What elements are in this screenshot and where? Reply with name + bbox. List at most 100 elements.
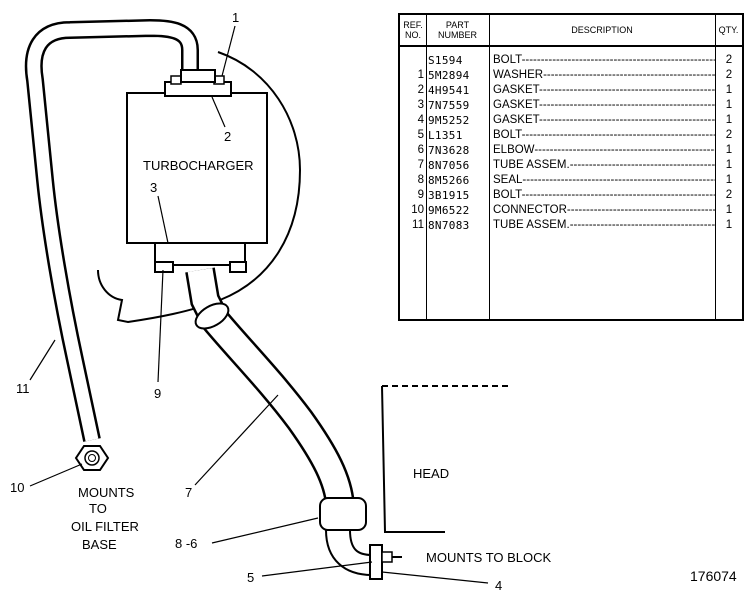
callout-3: 3 <box>150 180 157 195</box>
part-description: BOLT------------------------------------… <box>493 128 715 143</box>
part-number: 5M2894 <box>428 69 470 82</box>
quantity: 1 <box>725 174 733 186</box>
ref-number: 3 <box>417 99 424 111</box>
dotted-leader: ----------------------------------------… <box>569 159 715 171</box>
table-row: 1 5M2894 WASHER---------------------------… <box>400 68 742 83</box>
mounts-to-oil-filter-line4: BASE <box>82 537 117 552</box>
ref-number: 1 <box>417 69 424 81</box>
dotted-leader: ----------------------------------------… <box>539 99 715 111</box>
quantity: 2 <box>725 189 733 201</box>
callout-4: 4 <box>495 578 502 593</box>
ref-number: 2 <box>417 84 424 96</box>
ref-number: 4 <box>417 114 424 126</box>
callout-2: 2 <box>224 129 231 144</box>
housing-outline <box>97 51 302 324</box>
figure-number: 176074 <box>690 568 737 584</box>
header-ref: REF.NO. <box>403 20 423 40</box>
turbocharger-label: TURBOCHARGER <box>143 158 254 173</box>
callout-11: 11 <box>16 381 30 396</box>
part-description: GASKET----------------------------------… <box>493 98 715 113</box>
part-number: 7N3628 <box>428 144 470 157</box>
header-description: DESCRIPTION <box>571 25 633 35</box>
callout-5: 5 <box>247 570 254 585</box>
column-divider <box>715 15 716 319</box>
table-row: S1594 BOLT-------------------------------… <box>400 53 742 68</box>
table-row: 3 7N7559 GASKET---------------------------… <box>400 98 742 113</box>
part-description: BOLT------------------------------------… <box>493 188 715 203</box>
dotted-leader: ----------------------------------------… <box>521 189 715 201</box>
quantity: 1 <box>725 219 733 231</box>
column-divider <box>426 15 427 319</box>
part-description: CONNECTOR-------------------------------… <box>493 203 715 218</box>
table-row: 8 8M5266 SEAL-----------------------------… <box>400 173 742 188</box>
dotted-leader: ----------------------------------------… <box>521 54 715 66</box>
part-number: 9M5252 <box>428 114 470 127</box>
dotted-leader: ----------------------------------------… <box>543 69 715 81</box>
mounts-to-oil-filter-line2: TO <box>89 501 107 516</box>
ref-number: 9 <box>417 189 424 201</box>
part-number: 7N7559 <box>428 99 470 112</box>
table-row: 4 9M5252 GASKET---------------------------… <box>400 113 742 128</box>
dotted-leader: ----------------------------------------… <box>534 144 715 156</box>
ref-number: 8 <box>417 174 424 186</box>
ref-number: 5 <box>417 129 424 141</box>
part-description: BOLT------------------------------------… <box>493 53 715 68</box>
part-description: TUBE ASSEM.-----------------------------… <box>493 218 715 233</box>
header-qty: QTY. <box>718 25 739 35</box>
table-row: 6 7N3628 ELBOW----------------------------… <box>400 143 742 158</box>
ref-number: 6 <box>417 144 424 156</box>
dotted-leader: ----------------------------------------… <box>522 174 715 186</box>
part-description: SEAL------------------------------------… <box>493 173 715 188</box>
quantity: 2 <box>725 129 733 141</box>
table-row: 9 3B1915 BOLT-----------------------------… <box>400 188 742 203</box>
mounts-to-block-label: MOUNTS TO BLOCK <box>426 550 552 565</box>
part-number: 8N7083 <box>428 219 470 232</box>
engine-head-outline <box>381 385 445 533</box>
mounts-to-oil-filter-line3: OIL FILTER <box>71 519 139 534</box>
part-number: 8M5266 <box>428 174 470 187</box>
ref-number: 11 <box>412 219 424 231</box>
callout-8-6: 8 -6 <box>175 536 197 551</box>
part-description: GASKET----------------------------------… <box>493 113 715 128</box>
dotted-leader: ----------------------------------------… <box>539 84 715 96</box>
quantity: 1 <box>725 84 733 96</box>
ref-number: 7 <box>417 159 424 171</box>
callout-1: 1 <box>232 10 239 25</box>
mounts-to-oil-filter-line1: MOUNTS <box>78 485 135 500</box>
bottom-flange <box>154 242 246 266</box>
part-number: 9M6522 <box>428 204 470 217</box>
part-number: 8N7056 <box>428 159 470 172</box>
dotted-leader: ----------------------------------------… <box>539 114 715 126</box>
tube-inlet-top <box>180 69 216 83</box>
table-row: 11 8N7083 TUBE ASSEM.---------------------… <box>400 218 742 233</box>
column-divider <box>489 15 490 319</box>
part-description: GASKET----------------------------------… <box>493 83 715 98</box>
dotted-leader: ----------------------------------------… <box>521 129 715 141</box>
dotted-leader: ----------------------------------------… <box>569 219 715 231</box>
part-number: 3B1915 <box>428 189 470 202</box>
quantity: 1 <box>725 99 733 111</box>
quantity: 1 <box>725 114 733 126</box>
connector-10 <box>74 445 110 471</box>
quantity: 2 <box>725 54 733 66</box>
quantity: 1 <box>725 159 733 171</box>
head-label: HEAD <box>413 466 449 481</box>
part-number: S1594 <box>428 54 463 67</box>
callout-7: 7 <box>185 485 192 500</box>
quantity: 2 <box>725 69 733 81</box>
part-description: WASHER----------------------------------… <box>493 68 715 83</box>
table-row: 5 L1351 BOLT------------------------------… <box>400 128 742 143</box>
quantity: 1 <box>725 144 733 156</box>
part-description: ELBOW-----------------------------------… <box>493 143 715 158</box>
part-number: L1351 <box>428 129 463 142</box>
seal-8 <box>319 497 367 531</box>
callout-10: 10 <box>10 480 24 495</box>
quantity: 1 <box>725 204 733 216</box>
